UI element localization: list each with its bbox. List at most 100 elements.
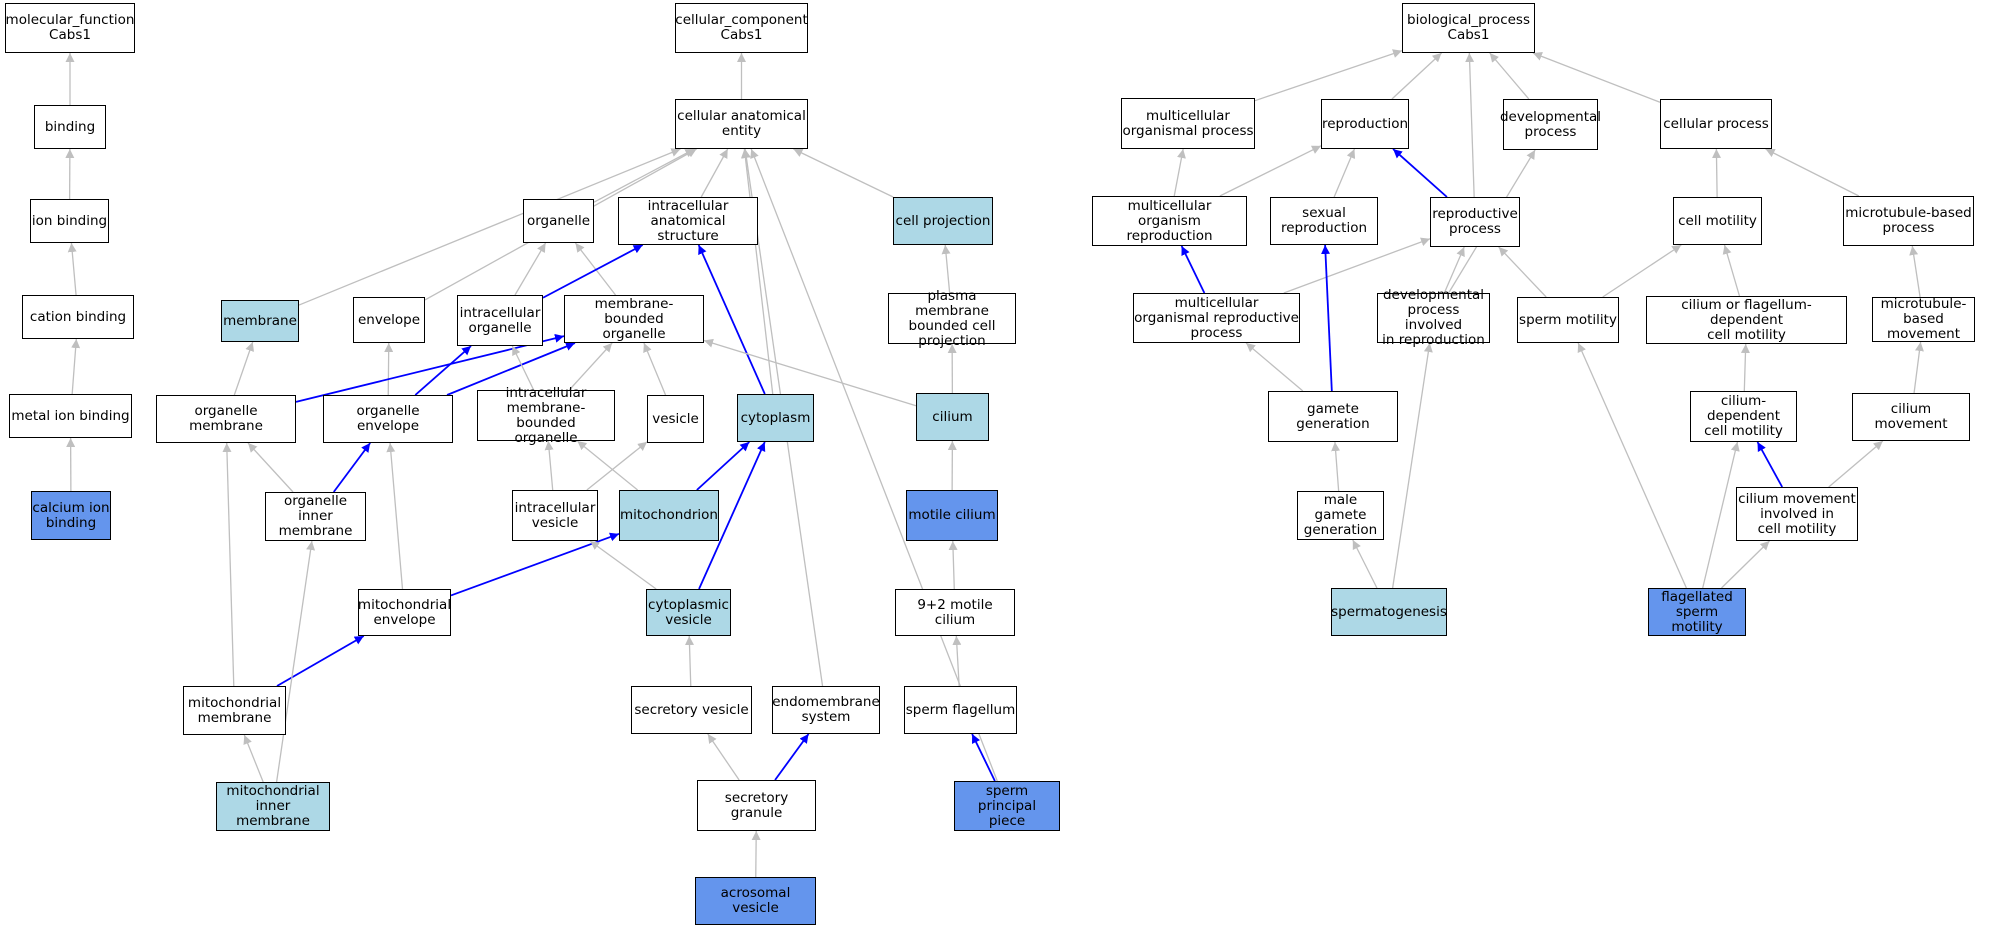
edge-dpir-to-repproc [1443,246,1465,294]
edge-gamgen-to-sexrep [1321,244,1333,392]
edge-secves-to-cytves [685,635,694,687]
term-node-mcorp[interactable]: multicellular organismal reproductive pr… [1133,293,1300,343]
term-node-intorg[interactable]: intracellular organelle [457,295,543,346]
term-node-organelle[interactable]: organelle [523,199,594,243]
term-node-mcop[interactable]: multicellular organismal process [1121,98,1255,149]
term-node-cfdcm[interactable]: cilium or flagellum-dependent cell motil… [1646,296,1847,344]
term-node-membrane[interactable]: membrane [221,300,299,342]
term-node-cytoplasm[interactable]: cytoplasm [737,394,814,442]
edge-mitomem-to-mitoenv [276,635,365,687]
term-node-gamgen[interactable]: gamete generation [1268,391,1398,442]
term-node-sppp[interactable]: sperm principal piece [954,781,1060,831]
edge-mitoinner-to-oim [275,540,316,783]
term-node-mitomem[interactable]: mitochondrial membrane [183,686,286,735]
edge-mcorep-to-repro [1219,145,1322,197]
term-node-mtbm[interactable]: microtubule-based movement [1872,297,1975,342]
term-node-cellproj[interactable]: cell projection [893,197,993,245]
edge-cellproc-to-bp [1532,52,1661,103]
term-node-mbo[interactable]: membrane-bounded organelle [564,295,704,343]
term-node-dpir[interactable]: developmental process involved in reprod… [1377,288,1490,348]
term-node-oim[interactable]: organelle inner membrane [265,492,366,541]
term-node-cytves[interactable]: cytoplasmic vesicle [646,589,731,636]
term-node-repro[interactable]: reproduction [1321,99,1409,149]
edge-ias-to-cae [700,148,729,198]
term-node-spflag[interactable]: sperm flagellum [904,686,1017,734]
term-node-bp[interactable]: biological_process Cabs1 [1402,3,1535,53]
edge-metb-to-catb [71,338,81,395]
term-node-cmicm[interactable]: cilium movement involved in cell motilit… [1736,487,1858,541]
edge-imbo-to-intorg [511,345,535,391]
edge-orgenv-to-envelope [384,342,394,396]
edge-mito-to-cytoplasm [696,441,750,491]
term-node-spmot[interactable]: sperm motility [1517,297,1619,343]
edge-organelle-to-cae [593,148,695,203]
term-node-cellmot[interactable]: cell motility [1673,197,1762,245]
edge-flagsm-to-cmicm [1721,540,1770,589]
term-node-intves[interactable]: intracellular vesicle [512,490,598,541]
edge-spmot-to-repproc [1498,246,1547,298]
term-node-ninetwo[interactable]: 9+2 motile cilium [895,589,1015,636]
edge-repro-to-bp [1391,52,1442,100]
term-node-pmbcp[interactable]: plasma membrane bounded cell projection [888,288,1016,348]
term-node-imbo[interactable]: intracellular membrane-bounded organelle [477,385,615,445]
term-node-repproc[interactable]: reproductive process [1430,197,1520,247]
term-node-ias[interactable]: intracellular anatomical structure [618,197,758,245]
edge-cmicm-to-cdcm [1756,441,1783,488]
edge-cellproj-to-cae [793,148,894,198]
edge-spmot-to-cellmot [1602,244,1682,298]
term-node-sexrep[interactable]: sexual reproduction [1270,197,1378,245]
term-node-orgmem[interactable]: organelle membrane [156,395,296,443]
term-node-mitoinner[interactable]: mitochondrial inner membrane [216,782,330,831]
term-node-binding[interactable]: binding [34,105,106,149]
term-node-cc[interactable]: cellular_component Cabs1 [675,3,808,53]
term-node-endo[interactable]: endomembrane system [772,686,880,734]
edge-secgran-to-endo [774,733,810,781]
term-node-vesicle[interactable]: vesicle [647,395,704,443]
edge-repproc-to-bp [1465,52,1475,198]
term-node-mf[interactable]: molecular_function Cabs1 [5,3,135,53]
term-node-secgran[interactable]: secretory granule [697,780,816,831]
term-node-mtbp[interactable]: microtubule-based process [1843,196,1974,246]
edge-cytves-to-intves [589,540,657,590]
edge-cytves-to-cytoplasm [698,441,766,590]
term-node-spermato[interactable]: spermatogenesis [1331,588,1447,636]
edge-sppp-to-cae [750,148,998,782]
term-node-calb[interactable]: calcium ion binding [31,491,111,540]
edge-cfdcm-to-cellmot [1722,244,1741,297]
edge-pmbcp-to-cellproj [941,244,951,294]
term-node-cilium[interactable]: cilium [916,393,989,441]
term-node-envelope[interactable]: envelope [353,297,425,343]
edge-cytoplasm-to-ias [697,244,766,395]
edge-mcorp-to-repproc [1283,237,1431,294]
term-node-orgenv[interactable]: organelle envelope [323,395,453,443]
term-node-cilmov[interactable]: cilium movement [1852,393,1970,441]
edge-membrane-to-cae [298,148,681,306]
term-node-catb[interactable]: cation binding [22,295,134,339]
term-node-secves[interactable]: secretory vesicle [631,686,752,734]
term-node-mgg[interactable]: male gamete generation [1297,491,1384,540]
term-node-cdcm[interactable]: cilium-dependent cell motility [1690,391,1797,442]
edge-repproc-to-repro [1392,148,1448,198]
edge-spermato-to-dpir [1391,342,1433,589]
edge-mtbm-to-mtbp [1909,245,1921,298]
term-node-motcil[interactable]: motile cilium [906,490,998,541]
term-node-flagsm[interactable]: flagellated sperm motility [1648,588,1746,636]
edge-mcorp-to-mcorep [1180,245,1206,294]
term-node-ionb[interactable]: ion binding [30,199,109,243]
term-node-acro[interactable]: acrosomal vesicle [695,877,816,925]
term-node-mitoenv[interactable]: mitochondrial envelope [358,589,451,636]
term-node-cae[interactable]: cellular anatomical entity [675,99,808,149]
edge-spflag-to-ninetwo [952,635,962,687]
term-node-devproc[interactable]: developmental process [1500,99,1601,150]
term-node-mcorep[interactable]: multicellular organism reproduction [1092,196,1247,246]
term-node-metb[interactable]: metal ion binding [9,394,132,438]
term-node-cellproc[interactable]: cellular process [1660,99,1772,149]
edge-intorg-to-ias [542,244,644,299]
edge-intves-to-imbo [544,440,554,491]
edge-mtbp-to-cellproc [1765,148,1860,197]
term-node-mito[interactable]: mitochondrion [619,490,719,541]
edge-devproc-to-bp [1489,52,1530,100]
edge-mito-to-imbo [576,440,639,491]
edge-cmicm-to-cilmov [1828,440,1884,488]
